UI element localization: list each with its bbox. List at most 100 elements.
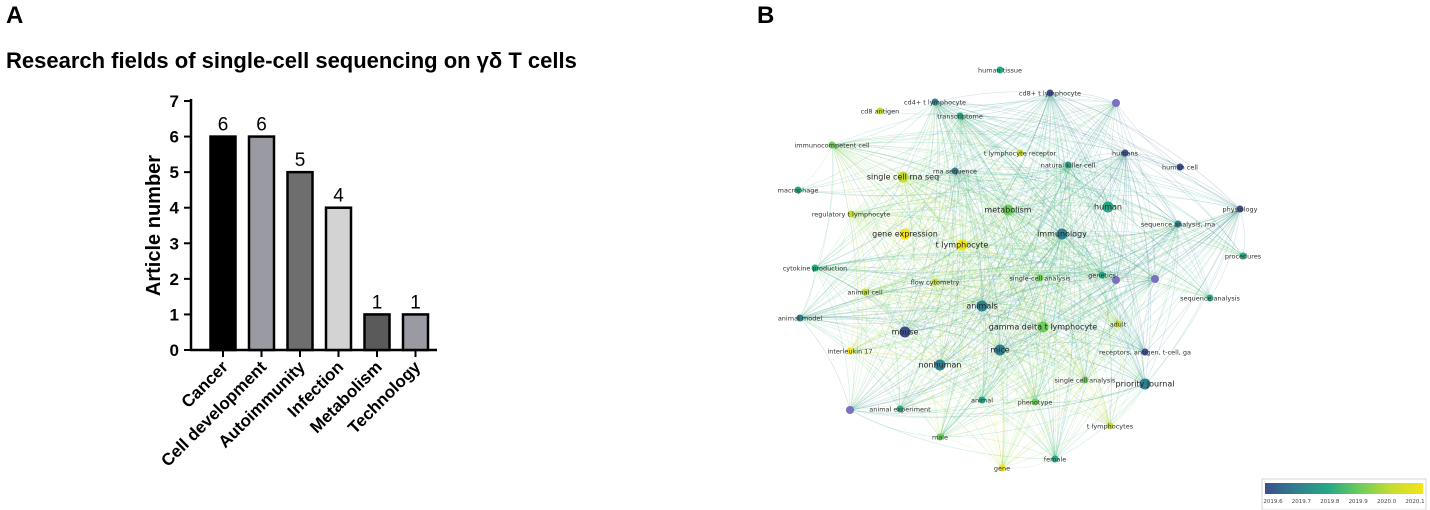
network-edge: [1084, 278, 1156, 381]
network-edge: [849, 399, 983, 415]
network-edge: [1049, 92, 1244, 257]
network-edge: [814, 152, 1126, 269]
network-edge: [1061, 233, 1087, 381]
network-edge: [850, 101, 936, 215]
network-edge: [1049, 92, 1075, 460]
network-edge: [850, 213, 901, 410]
network-edge: [939, 209, 1009, 438]
data-label: 5: [295, 150, 306, 171]
network-edge: [814, 213, 852, 269]
network-edge: [849, 281, 936, 352]
network-edge: [1039, 277, 1086, 381]
network-edge: [954, 164, 1069, 176]
network-edge: [864, 273, 1211, 299]
network-edge: [1001, 458, 1056, 469]
network-edge: [814, 255, 1117, 281]
network-edge: [1007, 209, 1244, 257]
network-edge: [961, 244, 1004, 469]
network-edge: [899, 208, 1241, 410]
network-edge: [959, 115, 1211, 299]
network-edge: [961, 231, 1063, 246]
network-edge: [1001, 164, 1069, 469]
network-edge: [939, 244, 966, 438]
network-edge: [850, 213, 1001, 351]
network-edge: [1007, 195, 1241, 211]
network-edge: [1034, 277, 1046, 403]
node-label: genetics: [1088, 272, 1116, 280]
node-label: nonhuman: [919, 361, 962, 370]
network-edge: [1049, 92, 1117, 104]
network-edge: [1007, 164, 1069, 211]
y-tick-label: 6: [170, 128, 179, 147]
network-edge: [1049, 92, 1103, 276]
network-edge: [904, 170, 956, 333]
network-edge: [849, 326, 1044, 411]
network-edge: [814, 267, 866, 293]
network-edge: [864, 291, 1086, 381]
network-edge: [814, 267, 1086, 381]
network-edge: [1124, 152, 1241, 210]
network-edge: [954, 170, 1009, 211]
network-edge: [899, 379, 1086, 411]
network-node: [1031, 398, 1039, 406]
network-edge: [864, 291, 1003, 469]
network-node: [846, 406, 854, 414]
network-edge: [1007, 209, 1146, 385]
node-label: cd4+ t lymphocyte: [904, 99, 966, 107]
network-edge: [934, 101, 983, 307]
network-edge: [849, 409, 1056, 460]
network-edge: [864, 291, 1044, 328]
network-edge: [831, 144, 1244, 257]
network-edge: [850, 176, 904, 215]
network-edge: [904, 115, 961, 235]
network-edge: [849, 244, 963, 352]
network-edge: [961, 152, 1126, 246]
network-edge: [814, 267, 983, 307]
network-edge: [1109, 223, 1179, 427]
network-edge: [1007, 209, 1111, 427]
network-node: [931, 98, 939, 106]
network-edge: [961, 244, 1146, 353]
network-edge: [1061, 233, 1146, 353]
network-edge: [981, 152, 1126, 401]
network-edge: [902, 102, 1117, 178]
network-edge: [1034, 326, 1045, 403]
node-label: rna sequence: [933, 168, 977, 176]
network-edge: [864, 223, 1179, 293]
network-edge: [939, 326, 1044, 366]
network-edge: [814, 209, 1009, 269]
network-edge: [799, 272, 1156, 319]
network-edge: [961, 244, 1044, 328]
network-edge: [939, 323, 1119, 438]
network-edge: [864, 115, 961, 293]
network-edge: [934, 101, 1036, 403]
network-edge: [934, 91, 1117, 104]
network-node: [1081, 376, 1089, 384]
network-edges: [797, 91, 1245, 469]
network-edge: [831, 144, 901, 410]
network-edge: [1034, 383, 1146, 403]
network-edge: [899, 323, 1119, 410]
network-edge: [850, 198, 1179, 225]
network-edge: [831, 144, 1117, 281]
network-edge: [902, 176, 1156, 280]
network-edge: [934, 152, 1126, 283]
network-edge: [799, 316, 1146, 385]
network-edge: [902, 176, 1244, 257]
y-tick-label: 1: [170, 305, 179, 324]
network-edge: [814, 258, 1041, 279]
network-edge: [934, 281, 1044, 328]
network-edge: [1049, 92, 1156, 280]
network-edge: [1007, 209, 1056, 460]
network-edge: [1039, 92, 1057, 279]
network-edge: [934, 101, 1063, 235]
network-edge: [939, 383, 1146, 438]
network-edge: [1115, 102, 1127, 281]
network-edge: [831, 133, 1181, 168]
network-edge: [981, 277, 1041, 307]
network-edge: [999, 323, 1119, 351]
network-edge: [1007, 102, 1117, 211]
network-edge: [939, 277, 1041, 438]
network-edge: [939, 170, 961, 366]
network-edge: [1007, 209, 1119, 325]
